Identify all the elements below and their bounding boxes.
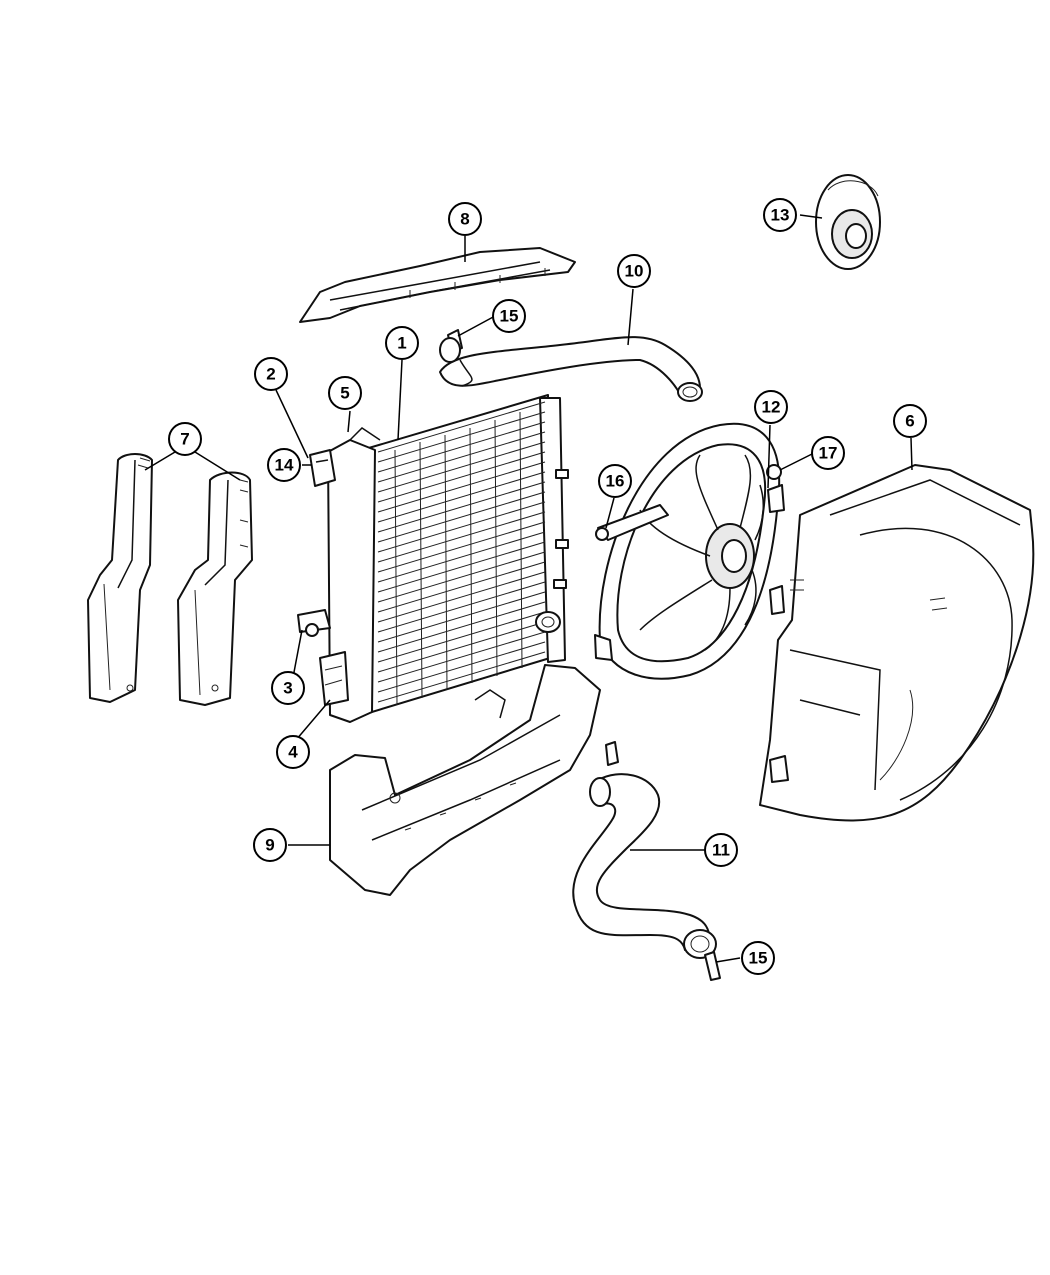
callout-2-label: 2 xyxy=(266,365,275,384)
upper-air-deflector xyxy=(299,247,576,323)
callout-4: 4 xyxy=(276,735,310,769)
upper-radiator-hose xyxy=(439,336,703,402)
callout-10: 10 xyxy=(617,254,651,288)
callout-10-label: 10 xyxy=(625,262,644,281)
callout-14: 14 xyxy=(267,448,301,482)
callout-7-label: 7 xyxy=(180,430,189,449)
callout-9-label: 9 xyxy=(265,836,274,855)
right-air-seal xyxy=(177,471,253,706)
callout-7: 7 xyxy=(168,422,202,456)
callout-9: 9 xyxy=(253,828,287,862)
callout-17: 17 xyxy=(811,436,845,470)
callout-3-label: 3 xyxy=(283,679,292,698)
callout-12: 12 xyxy=(754,390,788,424)
lower-bracket xyxy=(319,651,349,706)
callout-4-label: 4 xyxy=(288,743,298,762)
callout-15-upper: 15 xyxy=(492,299,526,333)
callout-16-label: 16 xyxy=(606,472,625,491)
callout-11-label: 11 xyxy=(712,841,730,860)
lower-radiator-hose xyxy=(572,773,717,959)
callout-5: 5 xyxy=(328,376,362,410)
left-air-seal xyxy=(87,453,153,703)
callout-14-label: 14 xyxy=(275,456,294,475)
callout-12-label: 12 xyxy=(762,398,781,417)
fan-shroud-bracket xyxy=(595,504,669,541)
callout-5-label: 5 xyxy=(340,384,349,403)
callout-16: 16 xyxy=(598,464,632,498)
lower-insulator xyxy=(297,609,331,637)
callout-17-label: 17 xyxy=(819,444,838,463)
callout-15-lower: 15 xyxy=(741,941,775,975)
lower-air-deflector xyxy=(329,664,601,896)
callout-6: 6 xyxy=(893,404,927,438)
callout-1-label: 1 xyxy=(397,334,406,353)
callout-13-label: 13 xyxy=(771,206,790,225)
fan-fastener xyxy=(766,464,782,480)
callout-1: 1 xyxy=(385,326,419,360)
fan-shroud xyxy=(759,464,1035,822)
callout-15-lower-label: 15 xyxy=(749,949,768,968)
callout-6-label: 6 xyxy=(905,412,914,431)
callout-8-label: 8 xyxy=(460,210,469,229)
radiator xyxy=(327,394,569,723)
callout-13: 13 xyxy=(763,198,797,232)
cooling-fan-assembly xyxy=(594,422,785,680)
fan-clutch xyxy=(815,174,881,270)
hose-clamp-lower xyxy=(605,741,721,981)
callout-8: 8 xyxy=(448,202,482,236)
callout-3: 3 xyxy=(271,671,305,705)
callout-11: 11 xyxy=(704,833,738,867)
upper-bracket xyxy=(309,449,336,487)
callout-2: 2 xyxy=(254,357,288,391)
callout-15-upper-label: 15 xyxy=(500,307,519,326)
